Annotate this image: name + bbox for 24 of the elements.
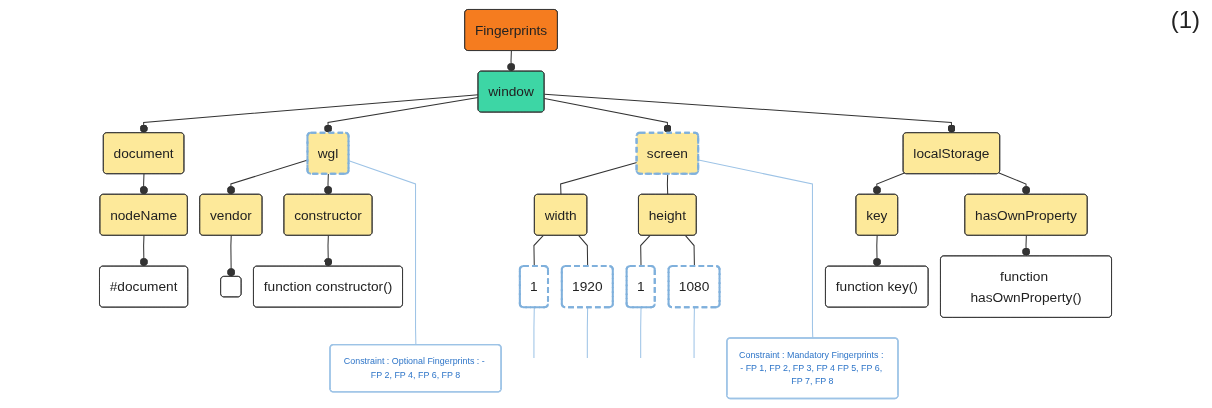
connector: [533, 235, 545, 267]
connector: [640, 307, 643, 359]
connector: [560, 161, 638, 196]
connector: [140, 235, 149, 267]
connector: [227, 235, 236, 278]
connector: [324, 173, 333, 196]
connector: [873, 172, 906, 196]
connector: [533, 307, 536, 359]
connector: [873, 235, 882, 267]
connector: [1022, 235, 1031, 257]
connector: [587, 307, 589, 359]
connector: [698, 159, 814, 339]
connector: [507, 50, 516, 72]
connector: [140, 173, 149, 196]
connector: [324, 235, 333, 267]
connector: [140, 94, 480, 134]
connector: [578, 235, 589, 267]
connector: [685, 235, 696, 267]
connector: [999, 172, 1031, 196]
connector: [544, 93, 957, 134]
connector: [694, 307, 696, 359]
connector: [667, 173, 669, 196]
connector: [640, 235, 651, 267]
figure-number: (1): [1170, 6, 1200, 34]
